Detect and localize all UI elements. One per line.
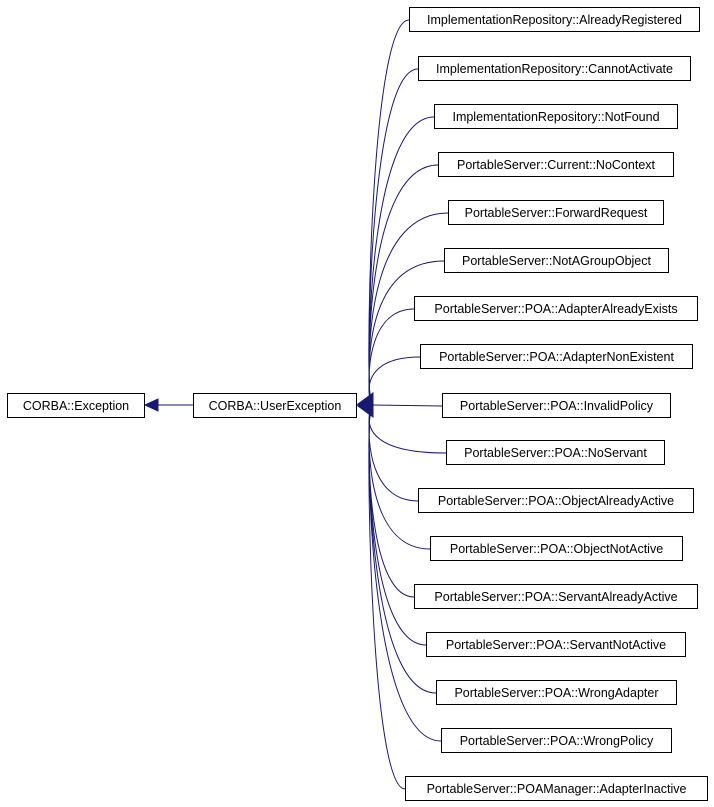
inheritance-edge-14 (368, 410, 437, 694)
node-label: ImplementationRepository::CannotActivate (436, 62, 673, 76)
edges-layer (143, 19, 449, 790)
inheritance-edge-13 (368, 410, 427, 646)
inheritance-edge-7 (368, 356, 421, 400)
inheritance-edge-9 (368, 410, 447, 454)
node-label: PortableServer::POA::AdapterAlreadyExist… (434, 302, 677, 316)
arrowhead-exception (143, 398, 159, 412)
inheritance-edge-16 (368, 410, 406, 790)
node-current-nocontext[interactable]: PortableServer::Current::NoContext (438, 152, 674, 177)
node-label: ImplementationRepository::AlreadyRegiste… (427, 13, 682, 27)
arrowhead-userexception-2 (356, 404, 374, 418)
node-label: PortableServer::POAManager::AdapterInact… (427, 782, 687, 796)
inheritance-edge-6 (368, 308, 415, 400)
node-corba-exception[interactable]: CORBA::Exception (7, 393, 145, 418)
node-poa-adapternonexistent[interactable]: PortableServer::POA::AdapterNonExistent (420, 344, 693, 369)
inheritance-edge-5 (368, 260, 445, 400)
node-label: PortableServer::POA::ServantNotActive (446, 638, 666, 652)
node-label: CORBA::UserException (209, 399, 342, 413)
node-poa-adapteralreadyexists[interactable]: PortableServer::POA::AdapterAlreadyExist… (414, 296, 698, 321)
node-implrepo-cannotactivate[interactable]: ImplementationRepository::CannotActivate (418, 56, 691, 81)
node-implrepo-alreadyregistered[interactable]: ImplementationRepository::AlreadyRegiste… (409, 7, 700, 32)
node-label: PortableServer::POA::ServantAlreadyActiv… (434, 590, 677, 604)
node-label: PortableServer::NotAGroupObject (462, 254, 652, 268)
node-label: PortableServer::POA::NoServant (464, 446, 647, 460)
node-implrepo-notfound[interactable]: ImplementationRepository::NotFound (434, 104, 678, 129)
node-poa-servantalreadyactive[interactable]: PortableServer::POA::ServantAlreadyActiv… (414, 584, 698, 609)
node-label: PortableServer::Current::NoContext (457, 158, 656, 172)
node-label: CORBA::Exception (23, 399, 129, 413)
node-poa-objectalreadyactive[interactable]: PortableServer::POA::ObjectAlreadyActive (418, 488, 694, 513)
inheritance-edge-12 (368, 410, 415, 598)
node-label: PortableServer::POA::AdapterNonExistent (439, 350, 674, 364)
node-label: ImplementationRepository::NotFound (452, 110, 659, 124)
node-forwardrequest[interactable]: PortableServer::ForwardRequest (448, 200, 664, 225)
node-notagroupobject[interactable]: PortableServer::NotAGroupObject (444, 248, 669, 273)
node-label: PortableServer::POA::WrongAdapter (454, 686, 658, 700)
node-label: PortableServer::POA::InvalidPolicy (460, 399, 654, 413)
node-poamanager-adapterinactive[interactable]: PortableServer::POAManager::AdapterInact… (405, 776, 708, 801)
inheritance-edge-1 (368, 68, 419, 400)
node-poa-noservant[interactable]: PortableServer::POA::NoServant (446, 440, 665, 465)
inheritance-edge-15 (368, 410, 442, 742)
node-label: PortableServer::POA::WrongPolicy (460, 734, 654, 748)
node-poa-wrongpolicy[interactable]: PortableServer::POA::WrongPolicy (441, 728, 672, 753)
inheritance-edge-11 (368, 410, 431, 550)
node-corba-userexception[interactable]: CORBA::UserException (193, 393, 357, 418)
node-label: PortableServer::POA::ObjectAlreadyActive (438, 494, 674, 508)
node-poa-objectnotactive[interactable]: PortableServer::POA::ObjectNotActive (430, 536, 683, 561)
node-label: PortableServer::POA::ObjectNotActive (450, 542, 663, 556)
inheritance-edge-8 (371, 404, 443, 407)
inheritance-edge-10 (368, 410, 419, 502)
node-label: PortableServer::ForwardRequest (465, 206, 648, 220)
node-poa-wrongadapter[interactable]: PortableServer::POA::WrongAdapter (436, 680, 677, 705)
node-poa-servantnotactive[interactable]: PortableServer::POA::ServantNotActive (426, 632, 686, 657)
node-poa-invalidpolicy[interactable]: PortableServer::POA::InvalidPolicy (442, 393, 671, 418)
